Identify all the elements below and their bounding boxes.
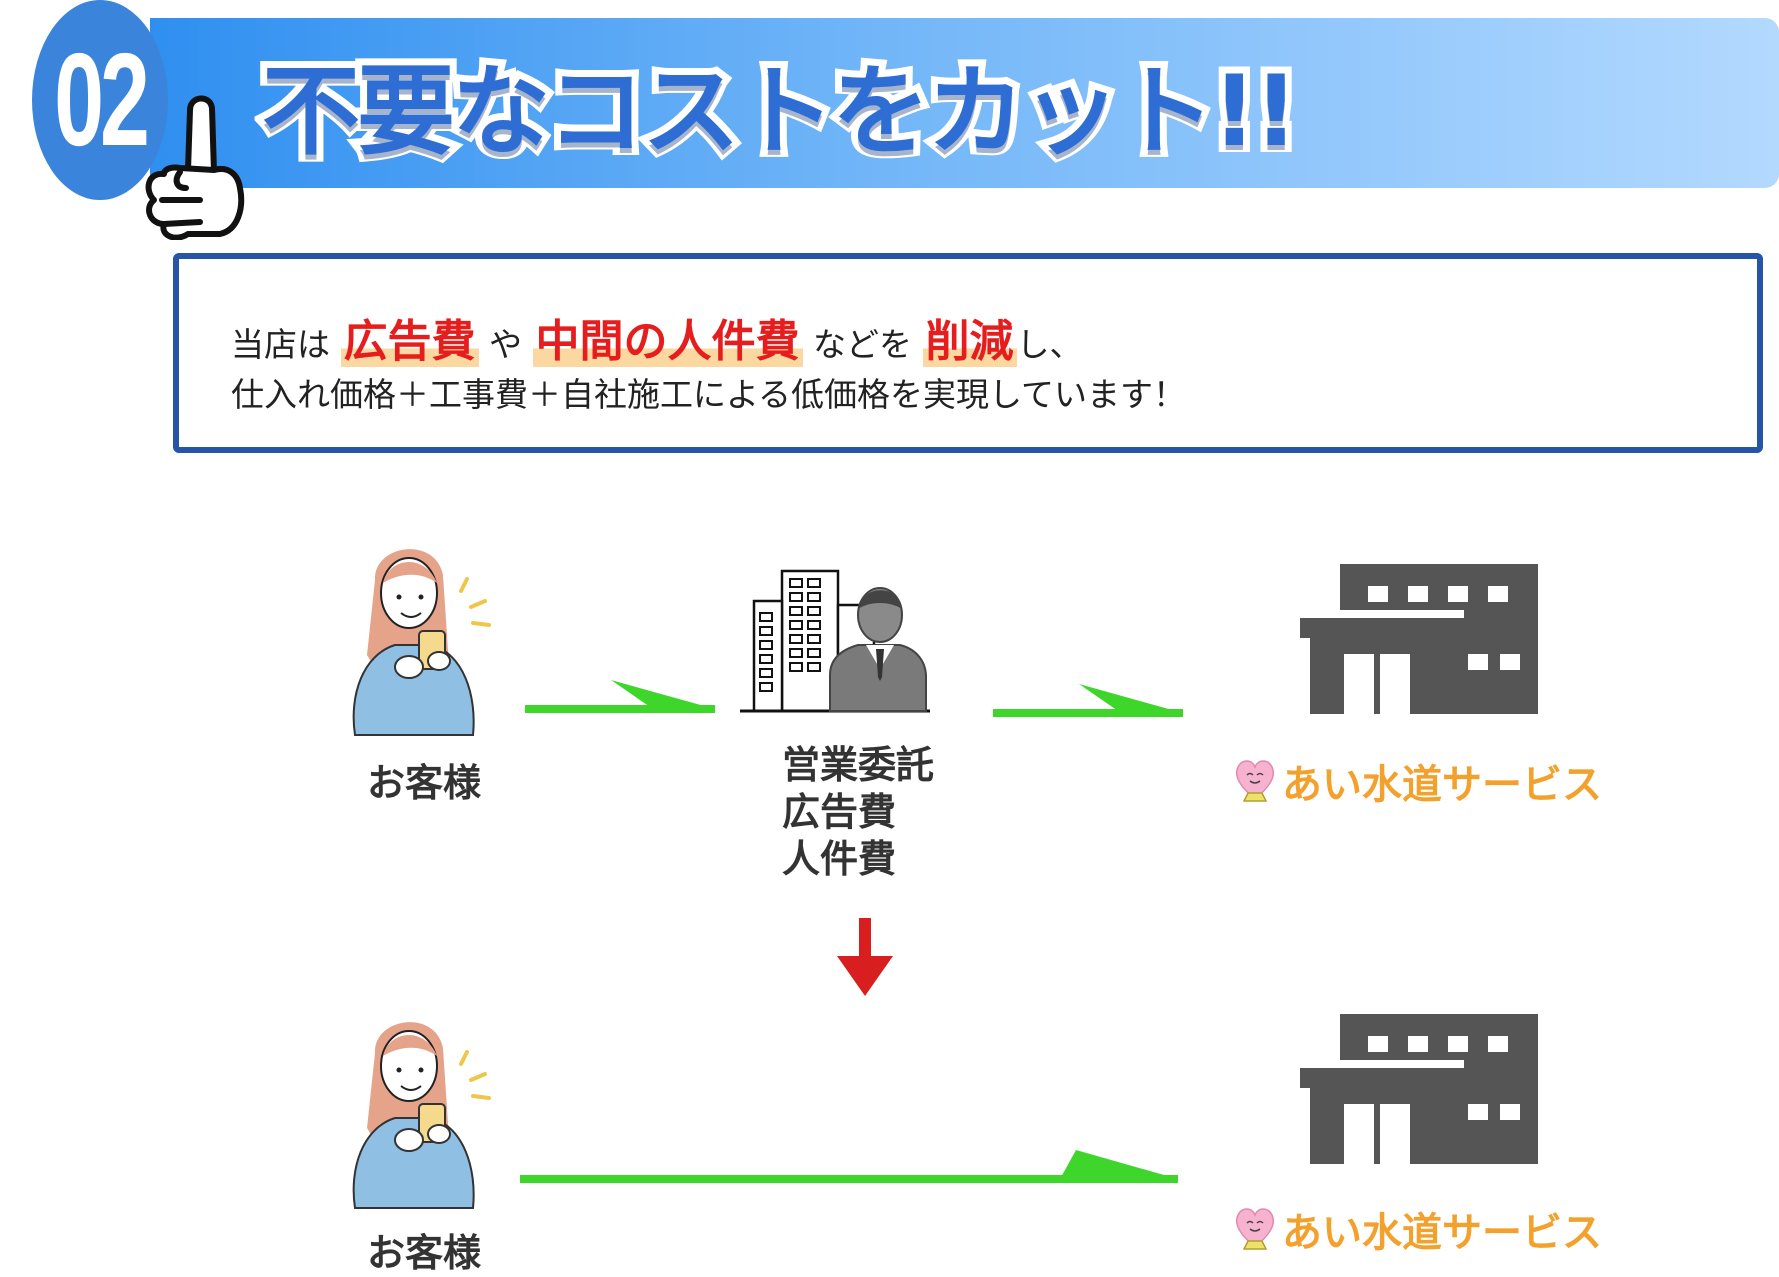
section-number-badge: 02	[32, 0, 168, 200]
middle-label-outsourcing: 営業委託	[782, 743, 935, 787]
info-line-2: 仕入れ価格＋工事費＋自社施工による低価格を実現しています！	[231, 375, 1187, 414]
company-logo-label: あい水道サービス	[1234, 752, 1602, 810]
info-box: 当店は 広告費 や 中間の人件費 などを 削減し、 仕入れ価格＋工事費＋自社施工…	[173, 253, 1763, 453]
customer-label-2: お客様	[367, 1231, 482, 1275]
customer-label: お客様	[367, 761, 482, 805]
highlight-reduction: 削減	[922, 316, 1017, 367]
page-title: 不要なコストをカット!!	[255, 48, 1305, 176]
company-name: あい水道サービス	[1282, 762, 1602, 808]
company-heart-icon	[1235, 760, 1275, 802]
down-arrow-icon	[837, 918, 893, 996]
flow-arrow-2	[993, 684, 1183, 717]
info-text: し、	[1016, 325, 1083, 364]
middle-cost-label: 営業委託 広告費 人件費	[782, 742, 934, 883]
middle-label-ad-cost: 広告費	[782, 790, 897, 834]
middle-label-labor-cost: 人件費	[782, 837, 897, 881]
info-text: や	[489, 325, 522, 364]
info-line-1: 当店は 広告費 や 中間の人件費 などを 削減し、	[231, 305, 1083, 369]
company-building-icon	[1300, 564, 1538, 714]
header-banner	[150, 18, 1779, 188]
flow-arrow-1	[525, 680, 715, 713]
info-text: 当店は	[231, 325, 330, 364]
direct-flow-arrow	[520, 1150, 1178, 1183]
customer-woman-icon-2	[352, 1022, 491, 1209]
customer-woman-icon	[352, 549, 491, 736]
pointing-hand-icon	[145, 95, 245, 240]
company-logo-label-2: あい水道サービス	[1234, 1200, 1602, 1258]
agency-building-icon	[740, 569, 930, 713]
highlight-ad-cost: 広告費	[340, 316, 479, 367]
company-name-2: あい水道サービス	[1282, 1210, 1602, 1256]
info-text: などを	[813, 325, 912, 364]
company-heart-icon-2	[1235, 1208, 1275, 1250]
company-building-icon-2	[1300, 1014, 1538, 1164]
highlight-labor-cost: 中間の人件費	[532, 316, 803, 367]
